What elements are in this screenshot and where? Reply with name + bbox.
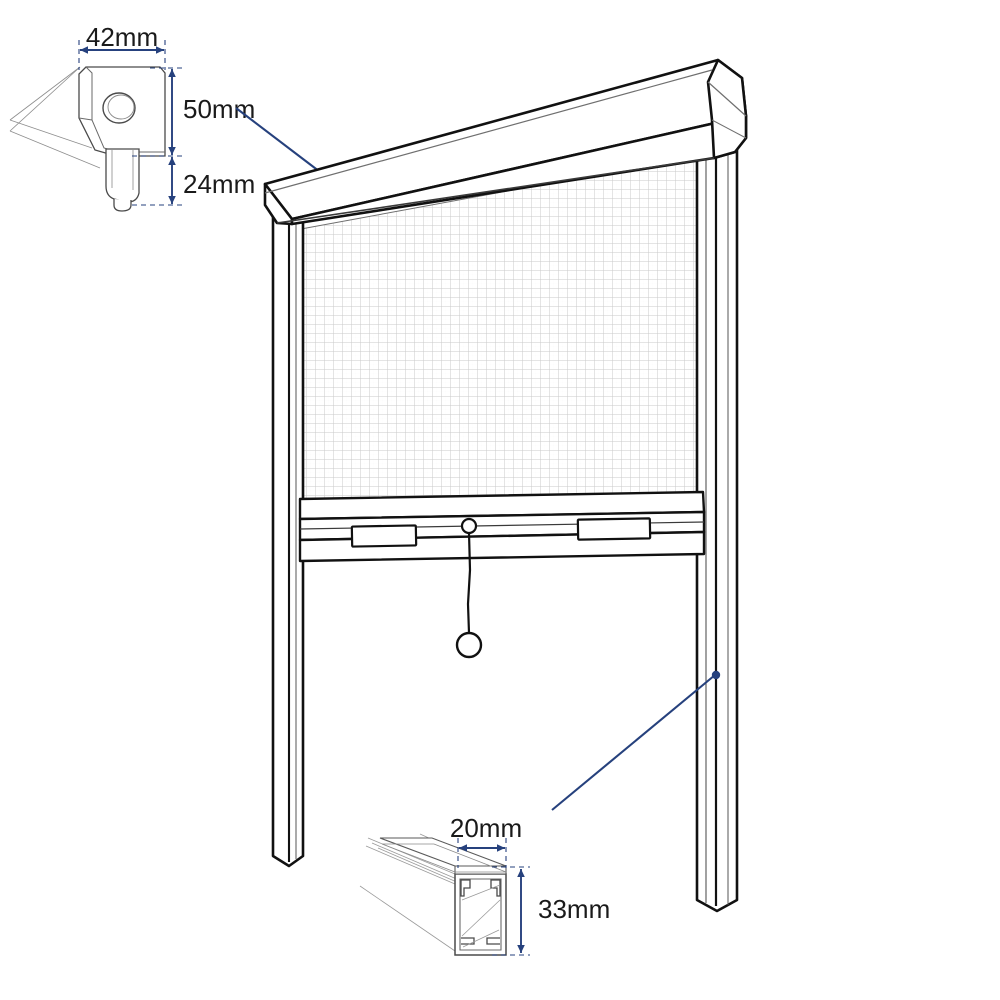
dimension-rail-depth: 33mm (517, 869, 610, 953)
rail-leader-dot (711, 670, 721, 680)
dimension-label-24mm: 24mm (183, 169, 255, 199)
dimension-label-33mm: 33mm (538, 894, 610, 924)
rail-top-flange (379, 837, 507, 875)
left-guide-rail (271, 211, 305, 868)
dimension-bracket-plug-height: 24mm (168, 157, 255, 204)
bracket-mounting-hole-icon (102, 92, 136, 124)
bottom-bar-handle-left[interactable] (350, 524, 418, 548)
dimension-bracket-height: 50mm (168, 69, 255, 155)
roller-screen-assembly (263, 58, 748, 913)
rail-interior-shading (461, 884, 501, 948)
pull-cord-ring[interactable] (455, 631, 483, 659)
bottom-bar-handle-right[interactable] (576, 517, 652, 541)
rail-leader-line (551, 670, 721, 811)
dimension-label-42mm: 42mm (86, 22, 158, 52)
dimension-label-20mm: 20mm (450, 813, 522, 843)
rail-lower-hooks (461, 937, 500, 945)
bracket-projection-lines (9, 66, 101, 169)
headbox-cassette (263, 58, 748, 226)
side-rail-profile-detail: 20mm 33mm (359, 813, 610, 956)
rail-profile-body (454, 873, 507, 956)
rail-upper-hooks (460, 879, 501, 897)
pull-cord[interactable] (455, 517, 483, 659)
dimension-bracket-width: 42mm (80, 22, 164, 54)
bracket-extension-lines (78, 40, 186, 206)
pull-cord-anchor (460, 517, 478, 535)
top-bracket-detail: 42mm 50mm 24mm (9, 22, 255, 212)
dimension-rail-width: 20mm (450, 813, 522, 852)
insect-mesh-panel (300, 154, 704, 500)
dimension-label-50mm: 50mm (183, 94, 255, 124)
rail-extension-lines (457, 838, 530, 956)
bracket-plug (105, 148, 140, 212)
